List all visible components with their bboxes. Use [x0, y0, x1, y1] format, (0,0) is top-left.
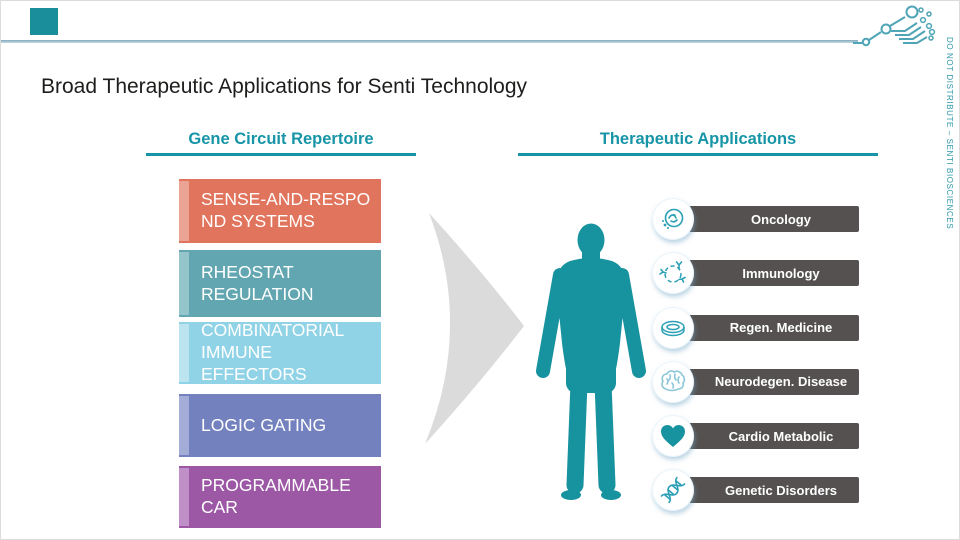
heart-icon [661, 425, 685, 448]
gene-circuit-heading: Gene Circuit Repertoire [188, 130, 374, 148]
application-row-cardio-metabolic: Cardio Metabolic [652, 415, 862, 458]
gene-box-line: PROGRAMMABLE [201, 475, 351, 496]
page-title: Broad Therapeutic Applications for Senti… [41, 75, 528, 98]
circuit-trace-icon [853, 5, 936, 47]
application-icon-circle [652, 252, 694, 295]
right-arrow-shape [425, 213, 524, 444]
gene-box-line: SENSE-AND-RESPO [201, 189, 371, 210]
gene-box-line: ND SYSTEMS [201, 211, 315, 231]
top-divider-line [1, 40, 858, 43]
application-row-regen-medicine: Regen. Medicine [652, 306, 862, 349]
gene-box-line: LOGIC GATING [201, 414, 327, 435]
gene-box-logic-gating: LOGIC GATING [179, 394, 381, 457]
gene-box-line: EFFECTORS [201, 363, 307, 384]
gene-box-programmable-car: PROGRAMMABLE CAR [179, 466, 381, 528]
application-row-immunology: Immunology [652, 252, 862, 295]
gene-circuit-heading-block: Gene Circuit Repertoire [146, 130, 416, 156]
application-label: Immunology [689, 260, 859, 287]
gene-box-line: COMBINATORIAL [201, 320, 345, 341]
human-body-silhouette [536, 223, 646, 500]
gene-box-sense-and-respond: SENSE-AND-RESPO ND SYSTEMS [179, 179, 381, 243]
gene-box-line: RHEOSTAT [201, 261, 294, 282]
heading-underline [518, 153, 878, 156]
application-icon-circle [652, 469, 694, 512]
application-row-genetic-disorders: Genetic Disorders [652, 469, 862, 512]
dna-icon [660, 477, 686, 504]
application-label: Cardio Metabolic [689, 423, 859, 450]
therapeutic-heading: Therapeutic Applications [599, 130, 797, 148]
antibody-icon [659, 261, 686, 284]
application-icon-circle [652, 415, 694, 458]
application-icon-circle [652, 360, 694, 403]
senti-logo-square [30, 8, 58, 35]
application-label: Genetic Disorders [689, 477, 859, 504]
application-row-oncology: Oncology [652, 198, 862, 240]
application-icon-circle [652, 306, 694, 349]
oncology-cell-icon [662, 208, 684, 229]
application-label: Regen. Medicine [689, 314, 859, 341]
therapeutic-heading-block: Therapeutic Applications [518, 130, 878, 156]
gene-circuit-list: SENSE-AND-RESPO ND SYSTEMS RHEOSTAT REGU… [179, 179, 381, 528]
gene-box-line: REGULATION [201, 283, 314, 304]
gene-box-line: CAR [201, 497, 238, 517]
gene-box-rheostat-regulation: RHEOSTAT REGULATION [179, 250, 381, 317]
application-icon-circle [652, 198, 694, 240]
therapeutic-applications-list: Oncology Immunology [652, 198, 862, 524]
heading-underline [146, 153, 416, 156]
application-label: Oncology [689, 206, 859, 232]
brain-icon [661, 370, 686, 392]
gene-box-combinatorial-immune-effectors: COMBINATORIAL IMMUNE EFFECTORS [179, 320, 381, 384]
gene-box-line: IMMUNE [201, 342, 272, 363]
do-not-distribute-watermark: DO NOT DISTRIBUTE – SENTI BIOSCIENCES [945, 37, 954, 230]
application-label: Neurodegen. Disease [689, 368, 859, 395]
application-row-neurodegen-disease: Neurodegen. Disease [652, 360, 862, 403]
petri-dish-icon [661, 320, 685, 336]
